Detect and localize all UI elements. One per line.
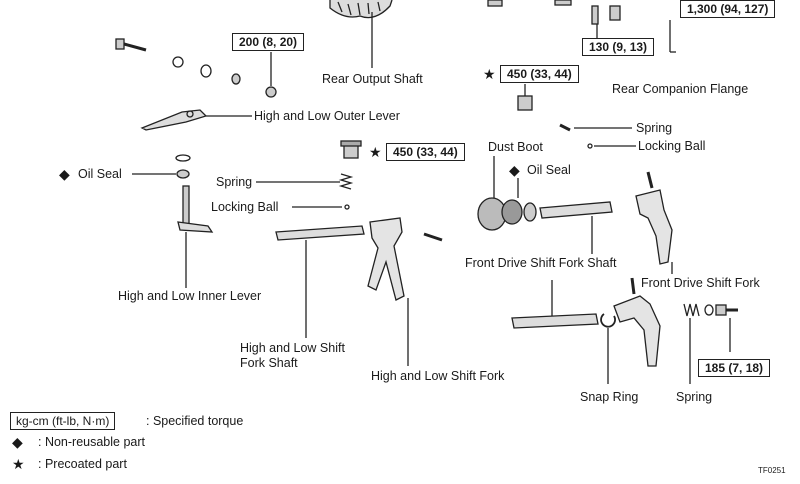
outer-lever-bolt-set <box>115 38 277 98</box>
label-dust-boot: Dust Boot <box>488 140 543 154</box>
label-locking-ball-right: Locking Ball <box>638 139 706 153</box>
torque-box-right-plug: 450 (33, 44) <box>500 65 579 83</box>
dust-boot-part <box>477 156 613 254</box>
torque-box-mid-plug: 450 (33, 44) <box>386 143 465 161</box>
label-high-low-outer-lever: High and Low Outer Lever <box>254 109 400 123</box>
torque-box-companion-flange: 1,300 (94, 127) <box>680 0 776 18</box>
label-spring-right: Spring <box>636 121 673 135</box>
high-low-inner-lever-part <box>177 185 214 288</box>
label-high-low-shift-fork-shaft-line1: High and Low Shift <box>240 341 345 355</box>
diamond-icon: ◆ <box>509 162 520 178</box>
star-icon: ★ <box>483 66 496 82</box>
torque-box-lower-bolt: 185 (7, 18) <box>698 359 771 377</box>
right-plug <box>517 84 533 111</box>
label-snap-ring: Snap Ring <box>580 390 639 404</box>
figure-code: TF0251 <box>758 466 786 475</box>
rear-output-shaft-gear <box>329 0 393 68</box>
label-high-low-shift-fork-shaft-line2: Fork Shaft <box>240 356 298 370</box>
snap-ring-part <box>600 313 616 384</box>
high-low-shift-fork-part <box>367 217 443 366</box>
label-high-low-shift-fork: High and Low Shift Fork <box>371 369 505 383</box>
high-low-shift-fork-shaft-part <box>275 225 365 338</box>
label-high-low-inner-lever: High and Low Inner Lever <box>118 289 262 303</box>
spring-bottom-part <box>683 303 738 384</box>
label-rear-output-shaft: Rear Output Shaft <box>322 72 423 86</box>
torque-box-bolt-top: 130 (9, 13) <box>582 38 655 56</box>
legend-diamond-desc: : Non-reusable part <box>38 435 146 449</box>
label-spring-left: Spring <box>216 175 253 189</box>
lower-shift-shaft-part <box>511 277 661 367</box>
diamond-icon: ◆ <box>12 434 23 450</box>
legend-star-desc: : Precoated part <box>38 457 127 471</box>
label-front-drive-shift-fork-shaft: Front Drive Shift Fork Shaft <box>465 256 617 270</box>
label-spring-bottom: Spring <box>676 390 713 404</box>
diamond-icon: ◆ <box>59 166 70 182</box>
label-oil-seal-right: Oil Seal <box>527 163 571 177</box>
label-front-drive-shift-fork: Front Drive Shift Fork <box>641 276 760 290</box>
label-locking-ball-left: Locking Ball <box>211 200 279 214</box>
label-rear-companion-flange: Rear Companion Flange <box>612 82 749 96</box>
label-oil-seal-left: Oil Seal <box>78 167 122 181</box>
high-low-outer-lever-part <box>140 109 252 131</box>
oil-seal-left-part <box>132 154 191 179</box>
legend-unit-box: kg-cm (ft-lb, N·m) <box>10 412 116 430</box>
legend-unit-desc: : Specified torque <box>146 414 244 428</box>
star-icon: ★ <box>12 456 25 472</box>
torque-box-outer-lever: 200 (8, 20) <box>232 33 305 51</box>
spring-left-part <box>256 173 354 210</box>
front-drive-shift-fork-part <box>635 171 673 274</box>
spring-right-part <box>559 123 636 149</box>
bolt-parts-top <box>487 0 676 53</box>
star-icon: ★ <box>369 144 382 160</box>
mid-plug <box>340 140 362 159</box>
